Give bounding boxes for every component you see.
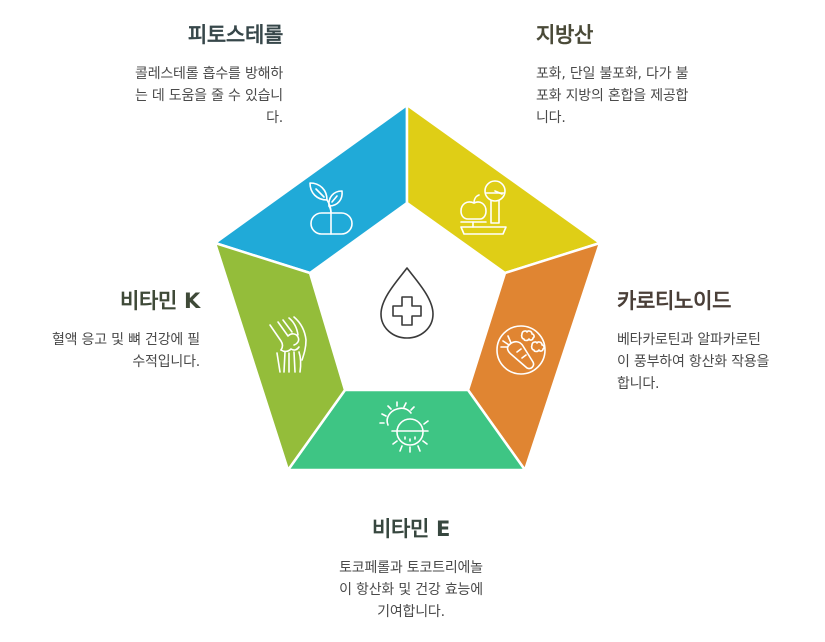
blood-drop-medical-cross-icon (380, 267, 434, 339)
desc-line: 수적입니다. (132, 354, 200, 370)
label-carotenoids: 카로티노이드 베타카로틴과 알파카로틴 이 풍부하여 항산화 작용을 합니다. (617, 288, 817, 395)
label-title-vitamin-k: 비타민 K (119, 289, 200, 313)
label-title-vitamin-e: 비타민 E (371, 517, 451, 541)
label-fatty-acids: 지방산 포화, 단일 불포화, 다가 불 포화 지방의 혼합을 제공합 니다. (536, 22, 736, 129)
desc-line: 다. (266, 110, 283, 126)
knee-bone-joint-icon (269, 316, 307, 373)
label-desc-phytosterol: 콜레스테롤 흡수를 방해하 는 데 도움을 줄 수 있습니 다. (85, 63, 283, 129)
desc-line: 이 풍부하여 항산화 작용을 (617, 354, 770, 370)
desc-line: 는 데 도움을 줄 수 있습니 (134, 88, 283, 104)
desc-line: 콜레스테롤 흡수를 방해하 (135, 66, 283, 82)
label-desc-vitamin-k: 혈액 응고 및 뼈 건강에 필 수적입니다. (10, 329, 200, 373)
label-desc-fatty-acids: 포화, 단일 불포화, 다가 불 포화 지방의 혼합을 제공합 니다. (536, 63, 736, 129)
label-desc-carotenoids: 베타카로틴과 알파카로틴 이 풍부하여 항산화 작용을 합니다. (617, 329, 817, 395)
desc-line: 토코페롤과 토코트리에놀 (339, 560, 483, 576)
label-phytosterol: 피토스테롤 콜레스테롤 흡수를 방해하 는 데 도움을 줄 수 있습니 다. (85, 22, 283, 129)
desc-line: 합니다. (617, 376, 660, 392)
apple-on-scale-icon (460, 180, 507, 235)
carrot-broccoli-plate-icon (496, 325, 546, 375)
label-title-fatty-acids: 지방산 (536, 23, 594, 47)
label-title-carotenoids: 카로티노이드 (617, 289, 732, 313)
desc-line: 포화 지방의 혼합을 제공합 (536, 88, 689, 104)
desc-line: 기여합니다. (377, 604, 445, 620)
sun-skin-protection-icon (379, 401, 429, 453)
label-vitamin-k: 비타민 K 혈액 응고 및 뼈 건강에 필 수적입니다. (10, 288, 200, 373)
sprout-capsule-icon (309, 182, 353, 235)
desc-line: 니다. (536, 110, 566, 126)
desc-line: 포화, 단일 불포화, 다가 불 (536, 66, 689, 82)
label-desc-vitamin-e: 토코페롤과 토코트리에놀 이 항산화 및 건강 효능에 기여합니다. (300, 557, 522, 623)
label-title-phytosterol: 피토스테롤 (187, 23, 283, 47)
desc-line: 이 항산화 및 건강 효능에 (339, 582, 483, 598)
label-vitamin-e: 비타민 E 토코페롤과 토코트리에놀 이 항산화 및 건강 효능에 기여합니다. (300, 516, 522, 623)
desc-line: 혈액 응고 및 뼈 건강에 필 (51, 332, 200, 348)
desc-line: 베타카로틴과 알파카로틴 (617, 332, 761, 348)
